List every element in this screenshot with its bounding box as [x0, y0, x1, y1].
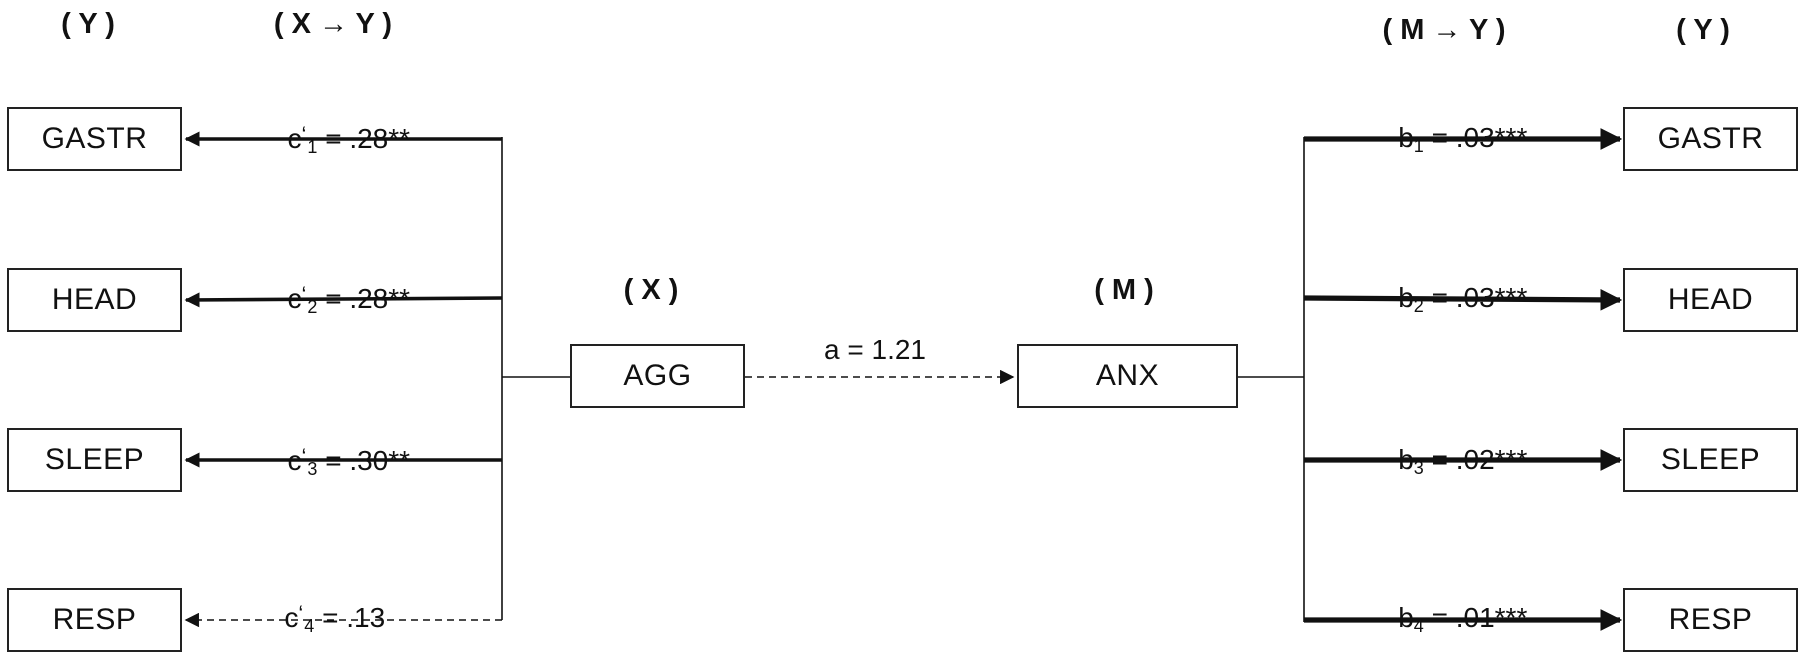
b1-value: = .03***: [1423, 122, 1528, 153]
c4-base: c: [284, 602, 299, 633]
agg-node: AGG: [570, 344, 745, 408]
c1-prime: ‘: [301, 122, 307, 147]
b4-sub: 4: [1413, 616, 1424, 636]
b1-sub: 1: [1413, 136, 1424, 156]
b3-sub: 3: [1413, 458, 1424, 478]
c2-base: c: [287, 283, 302, 314]
c3-value: = .30**: [317, 445, 411, 476]
left-node-gastr: GASTR: [7, 107, 182, 171]
b1-base: b: [1398, 122, 1414, 153]
header-m: ( M ): [1094, 274, 1154, 306]
right-node-sleep: SLEEP: [1623, 428, 1798, 492]
b3-base: b: [1398, 444, 1414, 475]
c4-label: c‘4 = .13: [269, 569, 385, 637]
b2-sub: 2: [1413, 296, 1424, 316]
header-x: ( X ): [623, 274, 679, 306]
a-path-label: a = 1.21: [824, 334, 926, 365]
c1-label: c‘1 = .28**: [272, 90, 411, 158]
c4-prime: ‘: [298, 601, 304, 626]
b4-label: b4 = .01***: [1383, 570, 1528, 637]
left-node-sleep: SLEEP: [7, 428, 182, 492]
header-right-y: ( Y ): [1676, 14, 1730, 46]
anx-node: ANX: [1017, 344, 1238, 408]
c2-prime: ‘: [301, 282, 307, 307]
c4-value: = .13: [314, 602, 386, 633]
header-m-to-y: ( M → Y ): [1382, 14, 1506, 46]
b1-label: b1 = .03***: [1383, 90, 1528, 157]
right-node-resp: RESP: [1623, 588, 1798, 652]
header-left-y: ( Y ): [61, 8, 115, 40]
b3-label: b3 = .02***: [1383, 412, 1528, 479]
c3-base: c: [287, 445, 302, 476]
c4-sub: 4: [304, 616, 315, 636]
c3-prime: ‘: [301, 444, 307, 469]
c3-label: c‘3 = .30**: [272, 412, 411, 480]
b4-value: = .01***: [1423, 602, 1528, 633]
b3-value: = .02***: [1423, 444, 1528, 475]
c2-arrow: [184, 292, 503, 308]
header-x-to-y: ( X → Y ): [273, 8, 393, 40]
b2-base: b: [1398, 282, 1414, 313]
right-node-gastr: GASTR: [1623, 107, 1798, 171]
left-node-resp: RESP: [7, 588, 182, 652]
c2-label: c‘2 = .28**: [272, 250, 411, 318]
b2-arrow: [1303, 288, 1623, 311]
c2-sub: 2: [307, 297, 318, 317]
left-node-head: HEAD: [7, 268, 182, 332]
c2-value: = .28**: [317, 283, 411, 314]
c3-sub: 3: [307, 459, 318, 479]
b4-base: b: [1398, 602, 1414, 633]
c1-value: = .28**: [317, 123, 411, 154]
b2-value: = .03***: [1423, 282, 1528, 313]
c1-sub: 1: [307, 137, 318, 157]
b2-label: b2 = .03***: [1383, 250, 1528, 317]
c1-base: c: [287, 123, 302, 154]
right-node-head: HEAD: [1623, 268, 1798, 332]
